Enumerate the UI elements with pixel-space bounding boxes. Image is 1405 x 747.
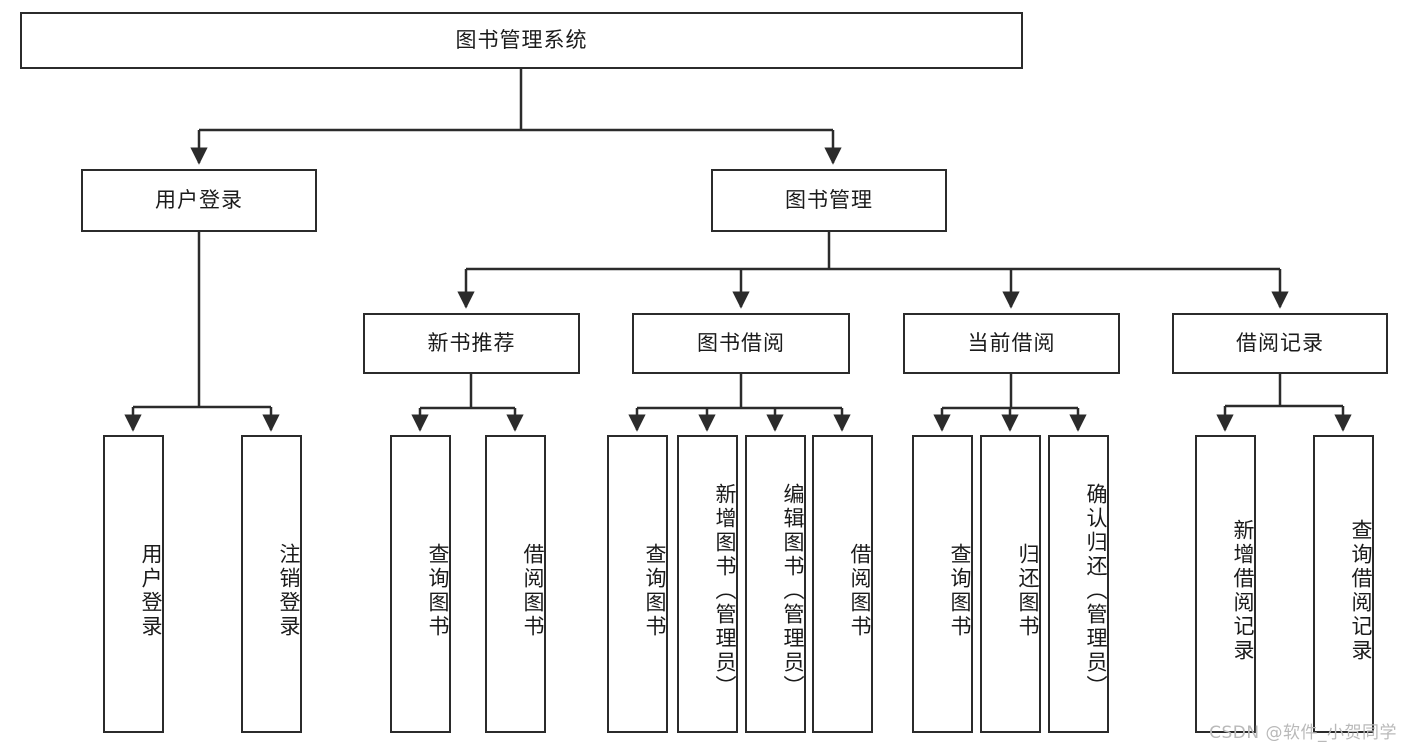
node-leaf-edit-book[interactable]: 编辑图书（管理员）: [745, 435, 806, 733]
node-leaf-return-book[interactable]: 归还图书: [980, 435, 1041, 733]
node-book-manage-label: 图书管理: [785, 187, 873, 212]
node-current-borrow[interactable]: 当前借阅: [903, 313, 1120, 374]
node-leaf-user-login-label: 用户登录: [139, 543, 163, 639]
node-leaf-query-book-1[interactable]: 查询图书: [390, 435, 451, 733]
node-root[interactable]: 图书管理系统: [20, 12, 1023, 69]
node-leaf-user-login[interactable]: 用户登录: [103, 435, 164, 733]
node-leaf-return-book-label: 归还图书: [1016, 543, 1040, 639]
node-leaf-query-book-2[interactable]: 查询图书: [607, 435, 668, 733]
node-leaf-borrow-book-2-label: 借阅图书: [848, 543, 872, 639]
node-current-borrow-label: 当前借阅: [967, 330, 1056, 355]
node-new-book-rec-label: 新书推荐: [427, 330, 516, 355]
node-leaf-query-record-label: 查询借阅记录: [1349, 519, 1373, 663]
node-leaf-borrow-book-1[interactable]: 借阅图书: [485, 435, 546, 733]
node-borrow-record[interactable]: 借阅记录: [1172, 313, 1388, 374]
node-leaf-user-logout-label: 注销登录: [277, 543, 301, 639]
node-user-login-label: 用户登录: [155, 187, 243, 212]
node-leaf-add-book-label: 新增图书（管理员）: [713, 483, 737, 699]
node-user-login[interactable]: 用户登录: [81, 169, 317, 232]
node-leaf-query-book-3-label: 查询图书: [948, 543, 972, 639]
node-leaf-add-record[interactable]: 新增借阅记录: [1195, 435, 1256, 733]
node-leaf-edit-book-label: 编辑图书（管理员）: [781, 483, 805, 699]
node-leaf-confirm-return[interactable]: 确认归还（管理员）: [1048, 435, 1109, 733]
node-leaf-query-book-2-label: 查询图书: [643, 543, 667, 639]
node-book-manage[interactable]: 图书管理: [711, 169, 947, 232]
node-book-borrow-label: 图书借阅: [697, 330, 785, 355]
node-leaf-borrow-book-2[interactable]: 借阅图书: [812, 435, 873, 733]
node-leaf-confirm-return-label: 确认归还（管理员）: [1084, 483, 1108, 699]
node-book-borrow[interactable]: 图书借阅: [632, 313, 850, 374]
node-leaf-add-book[interactable]: 新增图书（管理员）: [677, 435, 738, 733]
node-leaf-borrow-book-1-label: 借阅图书: [521, 543, 545, 639]
node-borrow-record-label: 借阅记录: [1236, 330, 1324, 355]
node-leaf-query-record[interactable]: 查询借阅记录: [1313, 435, 1374, 733]
node-root-label: 图书管理系统: [455, 27, 588, 52]
node-leaf-query-book-1-label: 查询图书: [426, 543, 450, 639]
node-leaf-add-record-label: 新增借阅记录: [1231, 519, 1255, 663]
node-leaf-query-book-3[interactable]: 查询图书: [912, 435, 973, 733]
node-leaf-user-logout[interactable]: 注销登录: [241, 435, 302, 733]
watermark-text: CSDN @软件_小贺同学: [1209, 723, 1397, 743]
node-new-book-rec[interactable]: 新书推荐: [363, 313, 580, 374]
